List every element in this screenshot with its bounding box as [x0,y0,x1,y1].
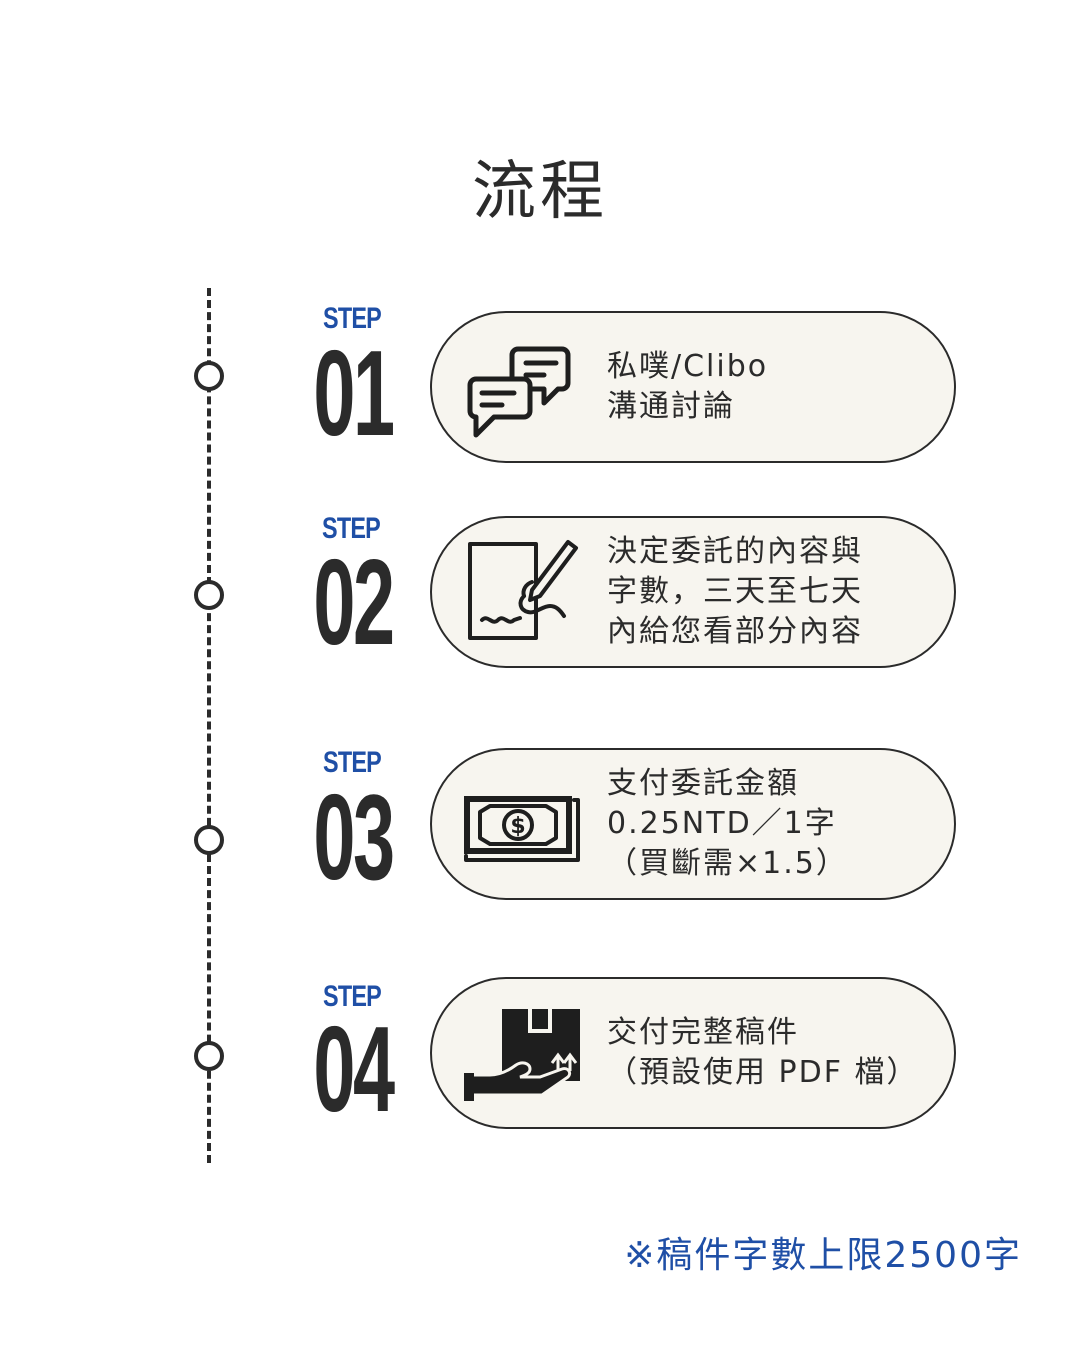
step-card-2: 決定委託的內容與 字數，三天至七天 內給您看部分內容 [430,516,956,668]
step-text-line: 支付委託金額 [607,766,799,801]
timeline-dot-4 [194,1041,224,1071]
timeline-dot-2 [194,580,224,610]
step-4-text: 交付完整稿件 （預設使用 PDF 檔） [607,979,919,1127]
step-card-4: 交付完整稿件 （預設使用 PDF 檔） [430,977,956,1129]
step-card-1: 私噗/Clibo 溝通討論 [430,311,956,463]
step-1-text: 私噗/Clibo 溝通討論 [607,313,768,461]
step-text-line: 決定委託的內容與 [607,534,863,569]
timeline-dot-3 [194,825,224,855]
step-label: STEP [322,980,382,1013]
step-text-line: 內給您看部分內容 [607,614,863,649]
chat-bubbles-icon [462,335,582,439]
step-3-text: 支付委託金額 0.25NTD／1字 （買斷需×1.5） [607,750,848,898]
step-text-line: 字數，三天至七天 [607,574,863,609]
step-number: 01 [313,325,395,461]
signing-document-icon [466,538,586,642]
step-text-line: 溝通討論 [607,389,735,424]
svg-text:$: $ [510,814,525,839]
step-text-line: （買斷需×1.5） [607,846,848,881]
step-text-line: （預設使用 PDF 檔） [607,1055,919,1090]
step-label: STEP [321,512,381,545]
step-number: 03 [313,769,395,905]
money-bill-icon: $ [458,772,580,876]
step-text-line: 私噗/Clibo [607,349,769,384]
word-limit-note: ※稿件字數上限2500字 [624,1235,1022,1276]
timeline-dot-1 [194,361,224,391]
step-text-line: 交付完整稿件 [607,1015,799,1050]
step-label: STEP [322,746,382,779]
step-label: STEP [322,302,382,335]
page-title: 流程 [472,155,608,229]
timeline-line [207,288,211,1163]
step-number: 04 [313,1001,395,1137]
step-2-text: 決定委託的內容與 字數，三天至七天 內給您看部分內容 [607,518,863,666]
step-number: 02 [313,534,395,670]
package-delivery-icon [462,1003,582,1107]
step-card-3: $ 支付委託金額 0.25NTD／1字 （買斷需×1.5） [430,748,956,900]
step-text-line: 0.25NTD／1字 [607,806,837,841]
